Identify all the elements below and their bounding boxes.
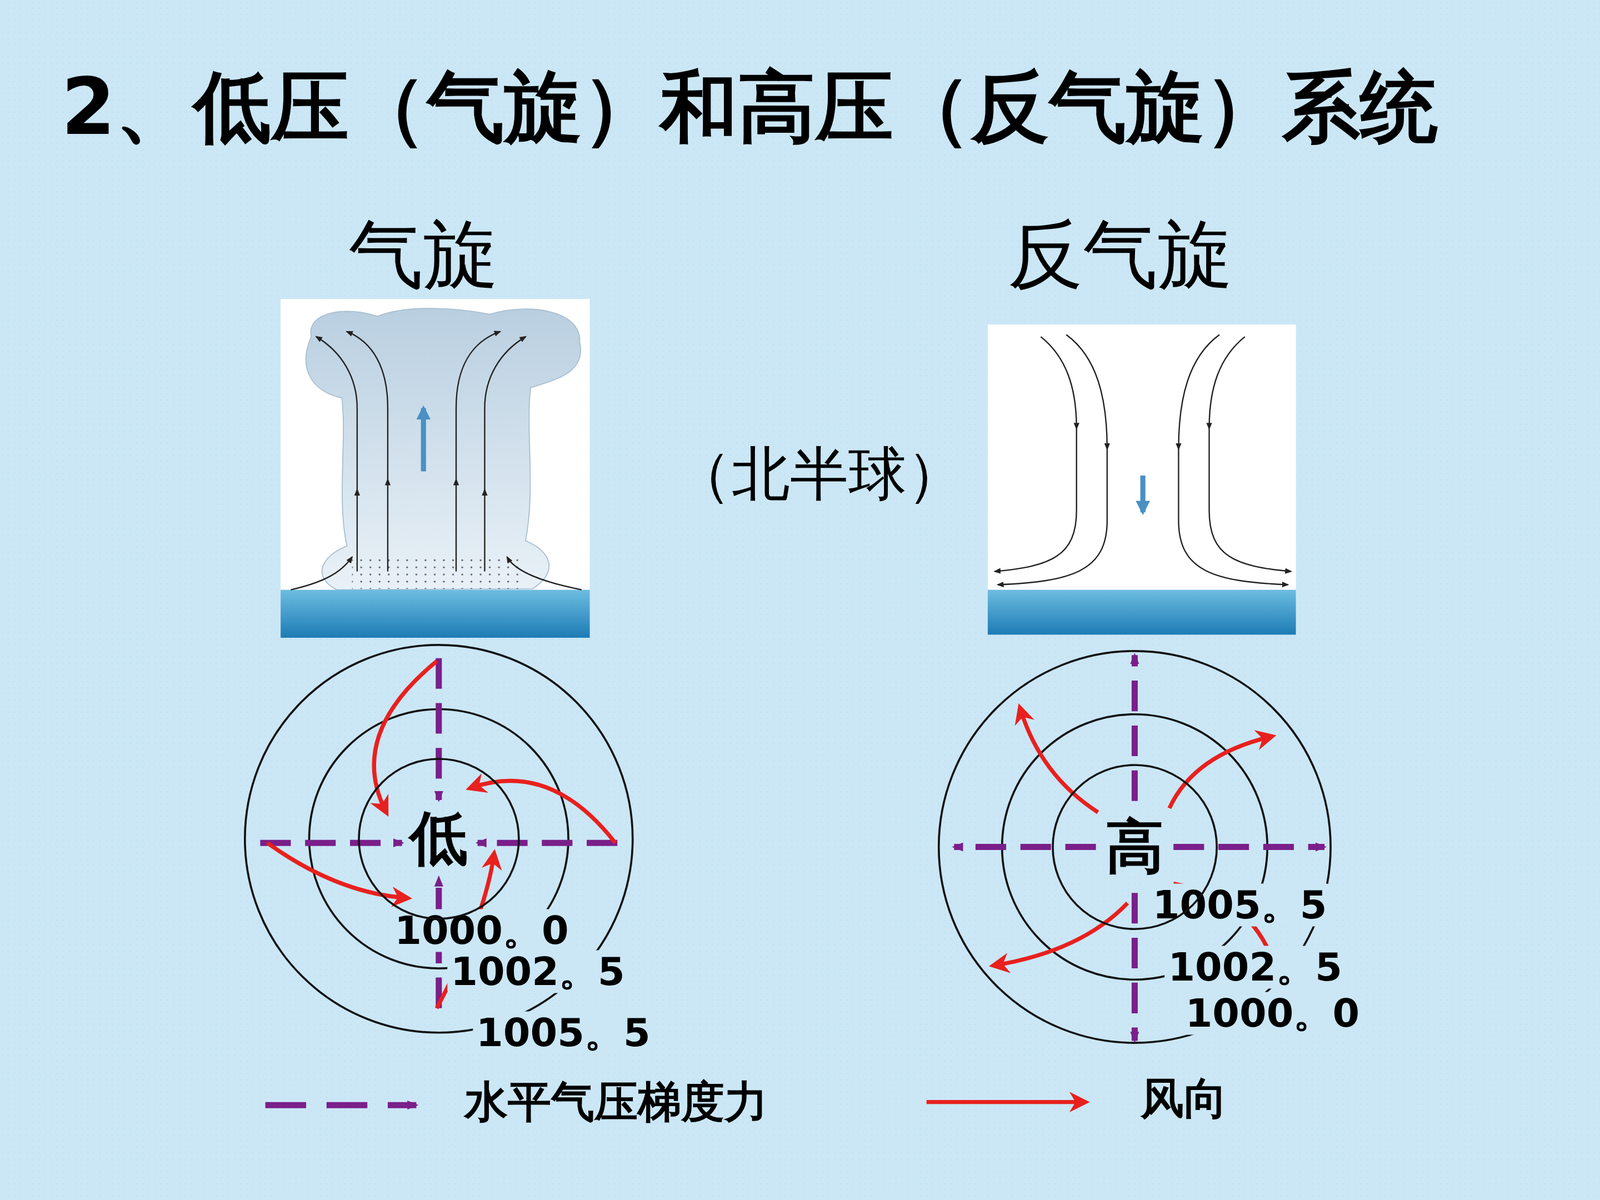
updraft-arrow <box>346 331 388 480</box>
downdraft-arrow <box>1040 336 1077 429</box>
wind-arrow <box>373 661 437 812</box>
updraft-arrow <box>455 479 457 572</box>
downdraft-arrow <box>1209 336 1245 429</box>
cyclone-isobars <box>245 645 633 1033</box>
gradient-force-arrow <box>435 658 442 800</box>
updraft-arrow <box>356 490 358 572</box>
hemisphere-note: （北半球） <box>673 442 965 507</box>
isobar <box>245 645 633 1033</box>
wind-arrows <box>995 709 1276 970</box>
rain-drops <box>352 557 526 589</box>
gradient-force-arrow <box>477 840 618 847</box>
gradient-force-arrow <box>1131 655 1138 802</box>
inflow-arrow <box>507 557 582 590</box>
isobar-value: 1000。0 <box>1182 991 1364 1035</box>
wind-arrow <box>995 903 1128 966</box>
updraft-arrow <box>484 336 525 490</box>
slide-title: 2、低压（气旋）和高压（反气旋）系统 <box>61 64 1438 150</box>
sinking-air-arrow <box>1140 475 1146 513</box>
isobar <box>1052 765 1217 929</box>
updraft-arrows <box>290 331 582 590</box>
cyclone-picture <box>280 298 590 638</box>
wind-arrow <box>1169 736 1271 809</box>
downdraft-arrow <box>1209 428 1292 572</box>
gradient-force-arrow <box>1131 892 1138 1041</box>
legend-text: 风向 <box>1140 1075 1228 1123</box>
legend-text: 水平气压梯度力 <box>464 1078 768 1127</box>
downdraft-arrow <box>995 428 1077 572</box>
inflow-arrow <box>290 557 352 590</box>
updraft-arrow <box>456 331 500 480</box>
isobar <box>358 758 519 919</box>
wind-arrow <box>267 842 407 898</box>
downdraft-arrow <box>1178 448 1288 585</box>
diagram-heading: 气旋 <box>348 213 499 297</box>
sea <box>280 590 590 638</box>
downdraft-arrow <box>997 448 1108 585</box>
isobar-value: 1002。5 <box>447 950 629 993</box>
downdraft-arrow <box>1178 334 1219 449</box>
sea <box>987 590 1297 635</box>
updraft-arrow <box>316 336 357 490</box>
isobar-value: 1005。5 <box>472 1011 654 1054</box>
rising-air-arrow <box>421 408 427 472</box>
gradient-force-arrow <box>260 840 402 847</box>
picture-frame <box>280 298 590 638</box>
gradient-force-arrow <box>1173 843 1325 850</box>
gradient-force-arrow <box>953 843 1096 850</box>
downdraft-arrow <box>1066 334 1107 449</box>
pressure-center-label: 高 <box>1105 815 1164 880</box>
picture-frame <box>987 324 1297 635</box>
downdraft-arrows <box>995 334 1292 585</box>
legend-red-arrow <box>926 1100 1084 1104</box>
updraft-arrow <box>387 479 389 572</box>
anticyclone-picture <box>987 324 1297 635</box>
pressure-center-circle: 高 <box>1051 763 1219 931</box>
pressure-center-label: 低 <box>409 806 468 872</box>
cloud <box>306 308 581 590</box>
diagram-heading: 反气旋 <box>1007 213 1233 297</box>
legend-dashed-arrow <box>265 1102 417 1109</box>
isobar-value: 1005。5 <box>1149 883 1331 927</box>
pressure-center-circle: 低 <box>357 757 521 921</box>
updraft-arrow <box>483 490 485 572</box>
wind-arrow <box>471 781 616 844</box>
isobar-value: 1002。5 <box>1164 946 1346 989</box>
wind-arrow <box>1020 709 1099 813</box>
